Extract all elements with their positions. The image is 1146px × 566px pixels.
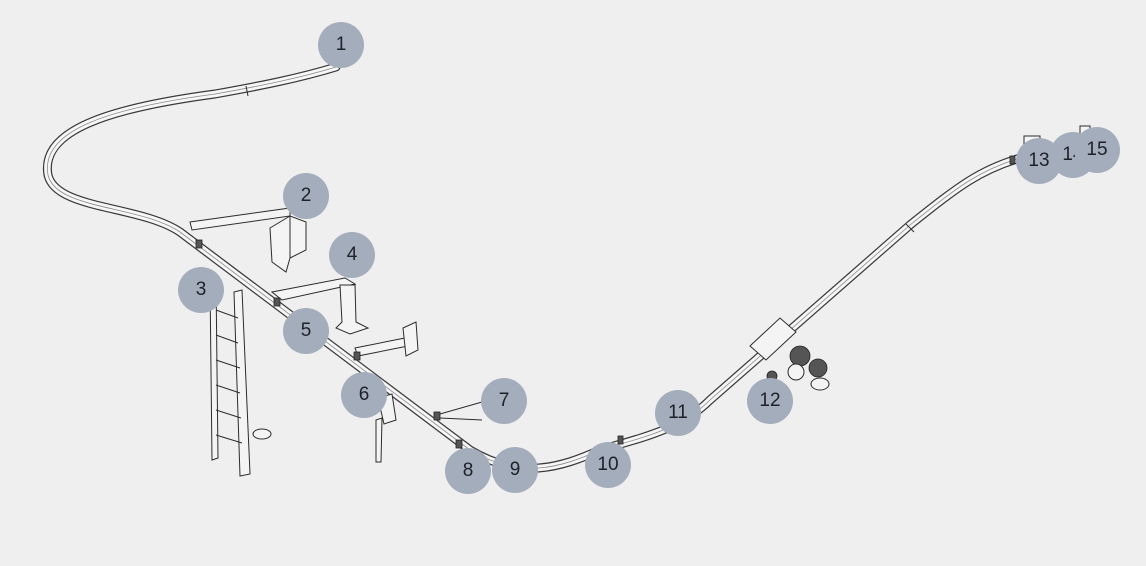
trolley-unit-12 <box>749 317 830 391</box>
callout-13[interactable]: 13 <box>1016 138 1062 184</box>
leader-lines <box>439 401 483 421</box>
callout-5[interactable]: 5 <box>283 308 329 354</box>
callout-4[interactable]: 4 <box>329 232 375 278</box>
callout-10[interactable]: 10 <box>585 442 631 488</box>
callout-1[interactable]: 1 <box>318 22 364 68</box>
callout-7[interactable]: 7 <box>481 378 527 424</box>
ladder-3 <box>209 279 272 477</box>
callout-11[interactable]: 11 <box>655 390 701 436</box>
callout-12[interactable]: 12 <box>747 378 793 424</box>
callout-3[interactable]: 3 <box>178 267 224 313</box>
wall-bracket-4 <box>270 277 370 335</box>
callout-2[interactable]: 2 <box>283 173 329 219</box>
callout-9[interactable]: 9 <box>492 447 538 493</box>
rail-clamps <box>195 155 1016 449</box>
callout-8[interactable]: 8 <box>445 448 491 494</box>
rail-track <box>42 62 1025 473</box>
wall-bracket-2 <box>189 207 307 273</box>
callout-15[interactable]: 15 <box>1074 127 1120 173</box>
callout-6[interactable]: 6 <box>341 372 387 418</box>
